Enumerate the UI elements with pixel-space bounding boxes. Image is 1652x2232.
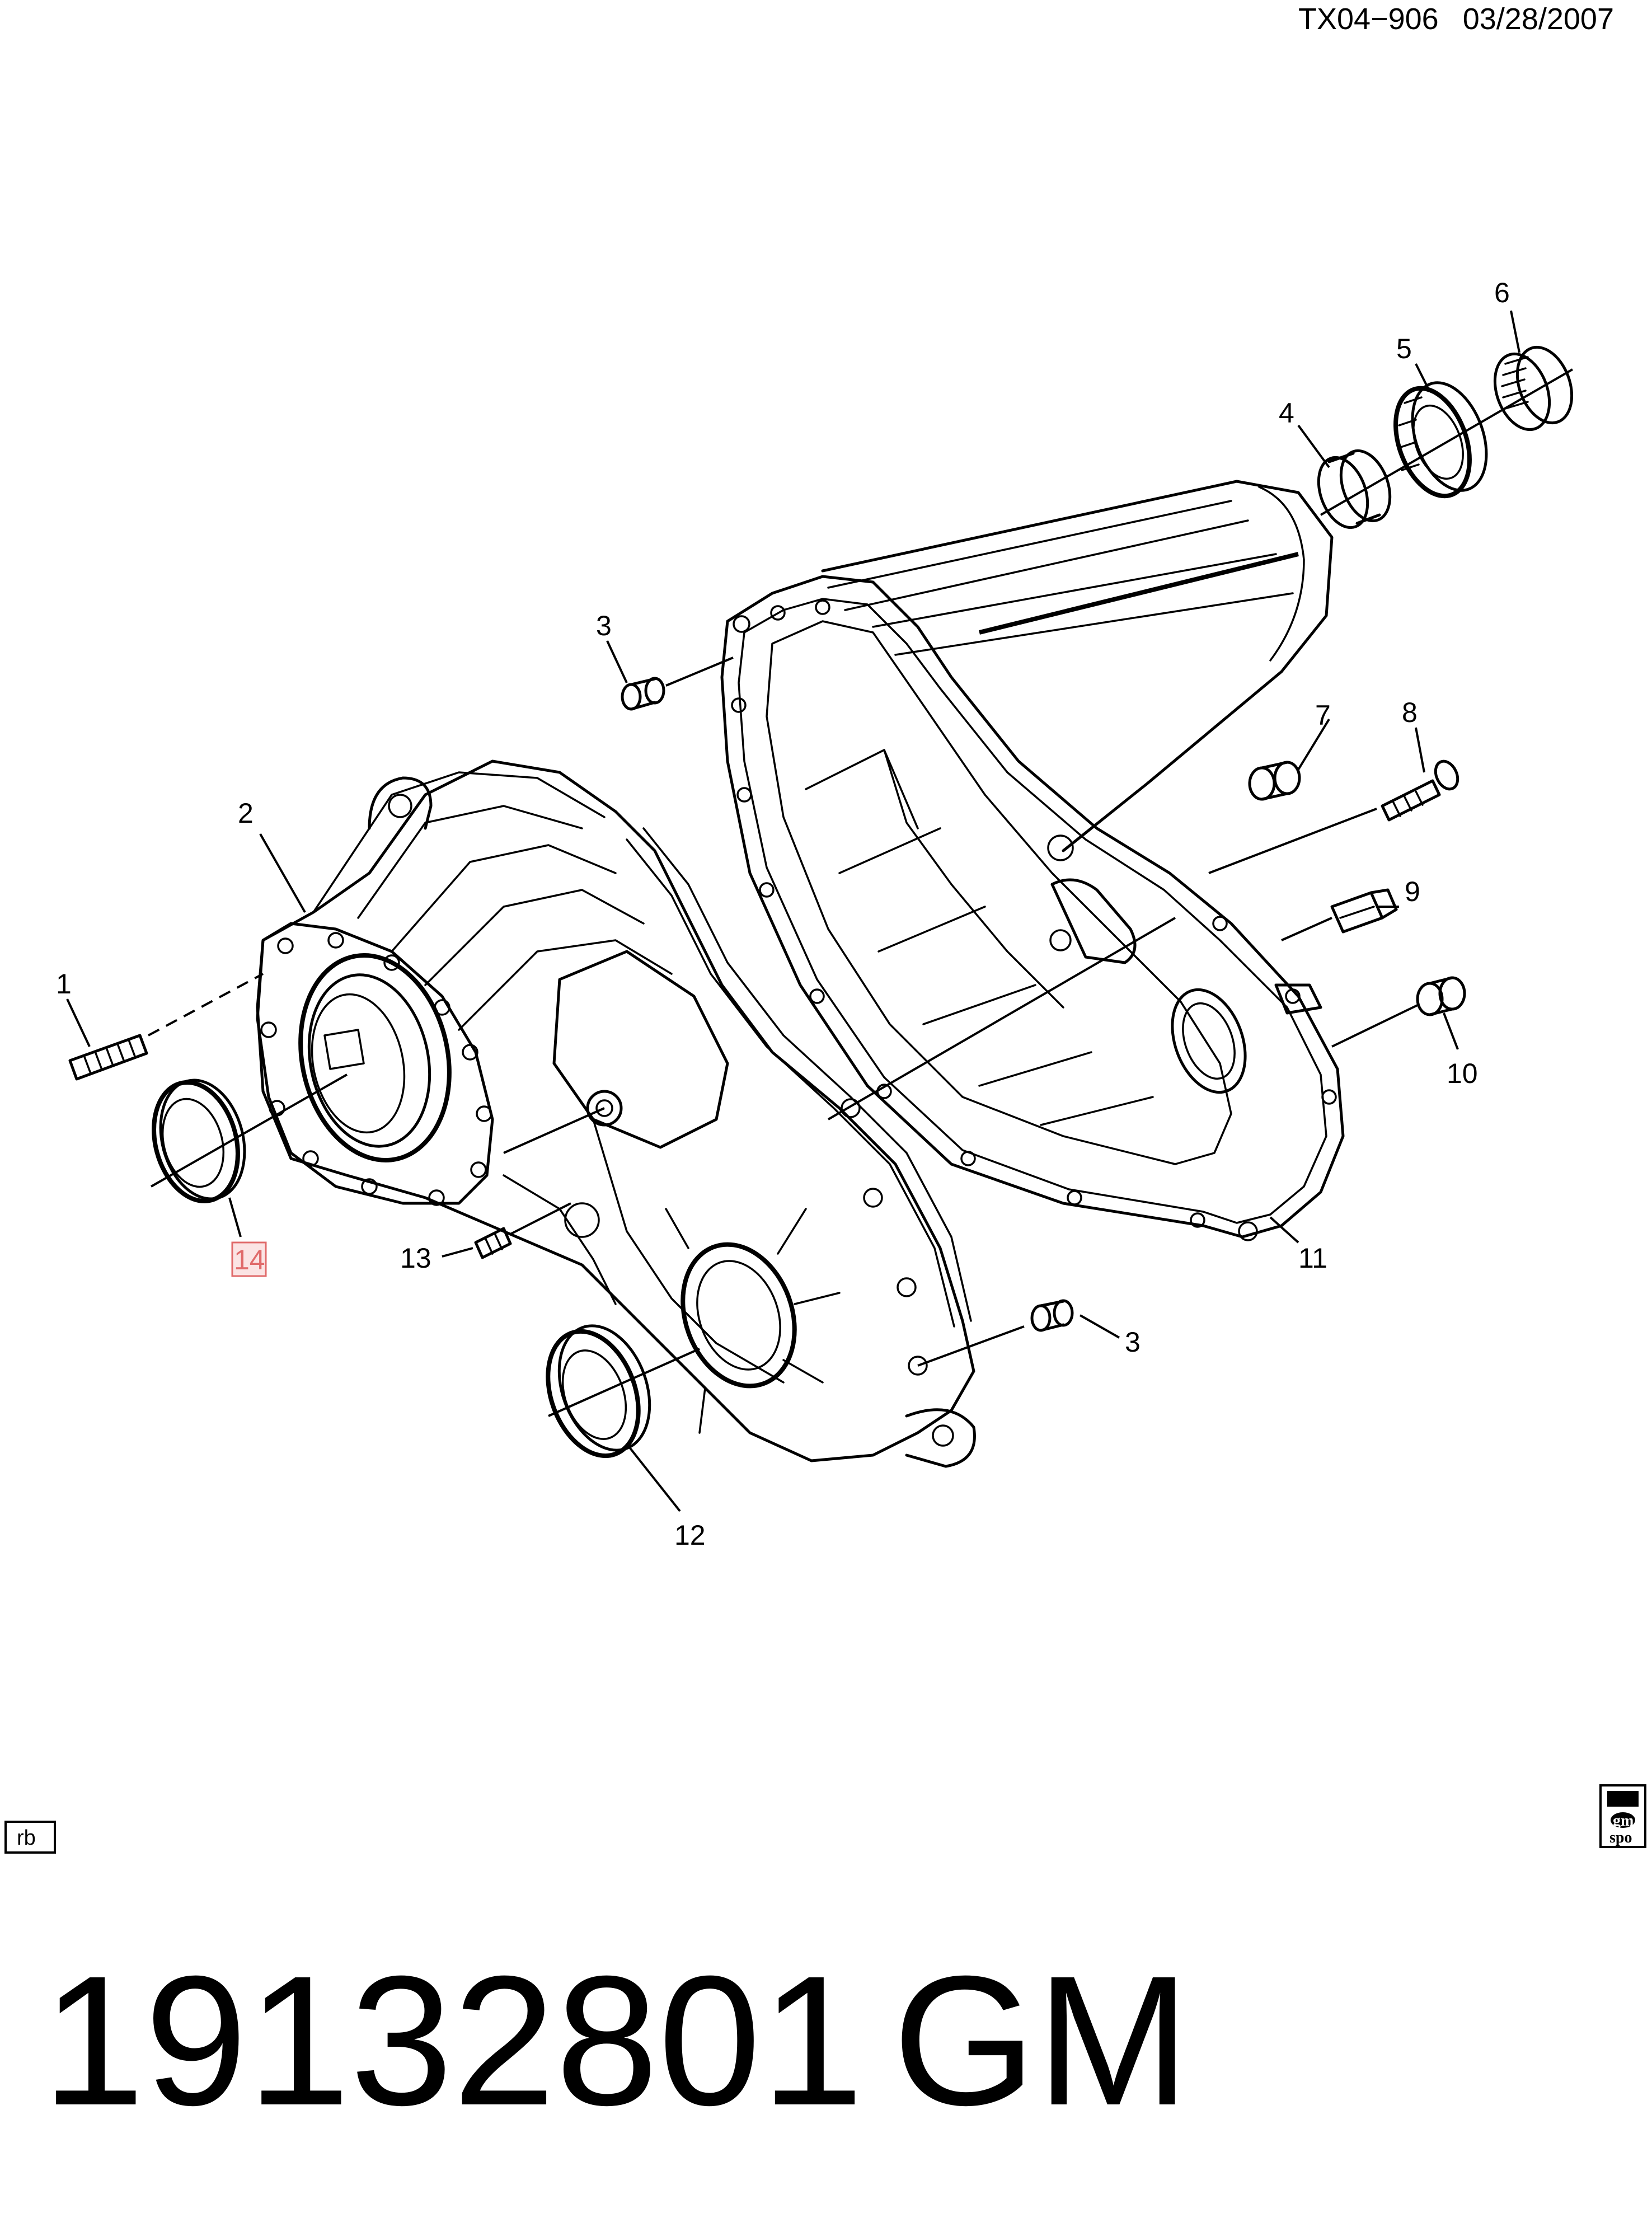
callout-5: 5 bbox=[1396, 333, 1412, 364]
part-6-needle-bearing bbox=[1493, 345, 1574, 432]
svg-text:rb: rb bbox=[17, 1826, 36, 1850]
callout-7: 7 bbox=[1315, 700, 1331, 731]
document-id: TX04−906 03/28/2007 bbox=[1298, 2, 1614, 36]
callout-1: 1 bbox=[56, 968, 72, 1000]
callout-3-top: 3 bbox=[596, 610, 612, 641]
rear-case-half bbox=[720, 480, 1345, 1241]
callout-2: 2 bbox=[238, 798, 254, 829]
part-10-plug bbox=[1331, 976, 1466, 1048]
callout-13: 13 bbox=[400, 1242, 431, 1274]
part-14-seal bbox=[151, 1073, 348, 1203]
callout-leaders bbox=[66, 310, 1520, 1512]
svg-text:gm: gm bbox=[1613, 1812, 1634, 1830]
callout-4: 4 bbox=[1279, 397, 1294, 429]
part-3-dowel-bottom bbox=[917, 1299, 1074, 1367]
part-7-plug bbox=[1248, 761, 1301, 801]
callout-14-highlight bbox=[231, 1241, 267, 1277]
callout-8: 8 bbox=[1402, 697, 1418, 728]
part-12-seal bbox=[546, 1324, 700, 1459]
callout-6: 6 bbox=[1494, 277, 1510, 308]
svg-text:spo: spo bbox=[1609, 1829, 1632, 1846]
brand-name: GM bbox=[893, 1937, 1190, 2144]
callout-9: 9 bbox=[1405, 876, 1420, 907]
callout-3-bottom: 3 bbox=[1125, 1326, 1141, 1358]
part-8-bolt bbox=[1208, 759, 1459, 874]
part-3-dowel-top bbox=[621, 657, 734, 711]
callout-14[interactable]: 14 bbox=[234, 1244, 265, 1276]
part-number: 19132801 bbox=[42, 1937, 863, 2144]
front-case-bolt-holes bbox=[260, 932, 492, 1206]
part-13-vent bbox=[474, 1202, 571, 1259]
callout-10: 10 bbox=[1447, 1058, 1478, 1089]
gm-spo-logo: gm spo bbox=[1599, 1784, 1646, 1848]
rear-case-bolt-holes bbox=[731, 599, 1337, 1241]
callout-12: 12 bbox=[674, 1520, 706, 1551]
callout-labels: 1 2 3 3 4 5 6 7 8 9 10 11 12 13 14 bbox=[56, 277, 1510, 1551]
rb-tag: rb bbox=[4, 1821, 56, 1854]
part-5-bearing bbox=[1393, 381, 1488, 499]
part-9-sensor bbox=[1281, 888, 1398, 941]
callout-11: 11 bbox=[1298, 1242, 1327, 1274]
part-1-stud bbox=[68, 973, 264, 1081]
front-case-half bbox=[256, 759, 976, 1468]
